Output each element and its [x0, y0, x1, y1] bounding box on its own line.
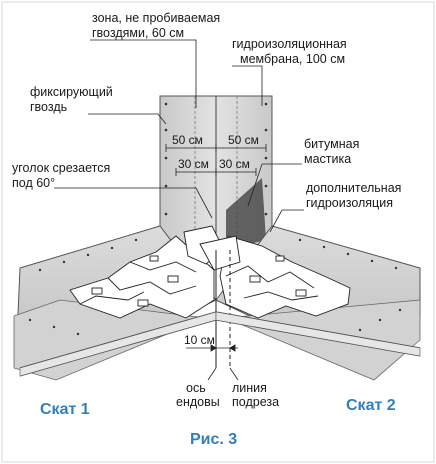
label-nail-free-zone: зона, не пробиваемая [92, 11, 220, 25]
label-valley-axis-2: ендовы [176, 395, 220, 409]
label-membrane: гидроизоляционная [232, 37, 347, 51]
dim-50-right: 50 см [228, 133, 259, 147]
label-corner-cut-2: под 60° [12, 176, 55, 190]
shingles-right [219, 235, 351, 319]
shingles-left [69, 235, 215, 319]
label-slope-right: Скат 2 [346, 397, 396, 414]
label-fixing-nail-2: гвоздь [30, 100, 67, 114]
label-bitumen-2: мастика [304, 152, 351, 166]
figure-caption: Рис. 3 [190, 431, 237, 448]
shingles-center [183, 225, 241, 271]
fixing-nails [164, 102, 268, 216]
label-bitumen: битумная [304, 137, 359, 151]
label-cut-line-2: подреза [232, 395, 279, 409]
leader-lines [54, 39, 304, 381]
label-membrane-2: мембрана, 100 см [240, 52, 345, 66]
dim-30-left: 30 см [178, 157, 209, 171]
label-cut-line: линия [232, 381, 267, 395]
dimension-50 [165, 144, 267, 152]
eave-edge [19, 311, 421, 377]
dim-10: 10 см [184, 333, 215, 347]
underlay-nails [28, 238, 402, 336]
label-slope-left: Скат 1 [40, 401, 90, 418]
label-extra-waterproof-2: гидроизоляция [306, 196, 393, 210]
label-nail-free-zone-2: гвоздями, 60 см [92, 26, 184, 40]
label-valley-axis: ось [186, 381, 206, 395]
dimension-10 [186, 344, 238, 352]
dim-30-right: 30 см [219, 157, 250, 171]
dimension-30 [175, 168, 257, 176]
bitumen-mastic-area [226, 178, 266, 250]
label-fixing-nail: фиксирующий [30, 85, 113, 99]
dim-50-left: 50 см [172, 133, 203, 147]
label-extra-waterproof: дополнительная [306, 181, 401, 195]
label-corner-cut: уголок срезается [12, 161, 110, 175]
